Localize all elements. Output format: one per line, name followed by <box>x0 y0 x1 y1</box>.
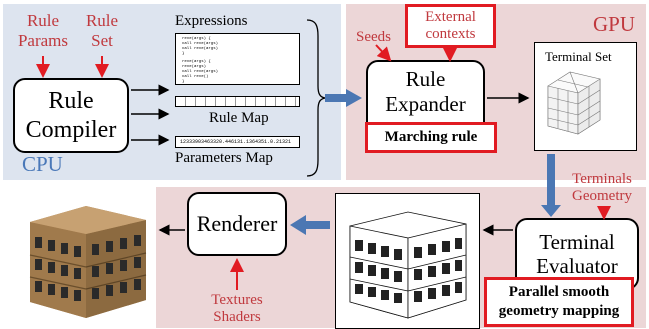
parameters-map-value: 12333903463320.446131.1364351.0.21321 <box>180 139 292 145</box>
expressions-code-2: rexe(args) { rexe(args) call rexe(args) … <box>182 60 219 84</box>
terminals-geometry-label: Terminals Geometry <box>572 171 632 205</box>
rendered-building-image <box>29 206 147 318</box>
seeds-label: Seeds <box>356 29 391 45</box>
marching-rule-label: Marching rule <box>384 129 478 145</box>
terminal-evaluator-label: Terminal Evaluator <box>536 229 618 278</box>
renderer-box: Renderer <box>187 192 287 256</box>
parameters-map-strip: 12333903463320.446131.1364351.0.21321 <box>175 136 300 148</box>
marching-rule-box: Marching rule <box>365 122 497 153</box>
terminal-set-label: Terminal Set <box>545 49 612 64</box>
terminal-set-wireframe <box>547 71 601 135</box>
textures-shaders-label: Textures Shaders <box>211 292 263 326</box>
rule-compiler-box: Rule Compiler <box>13 78 129 153</box>
expressions-code-1: rexe(args) { call rexe(args) call rexe(a… <box>182 37 219 56</box>
cpu-to-gpu-arrow <box>325 89 362 107</box>
expressions-document: rexe(args) { call rexe(args) call rexe(a… <box>175 33 300 85</box>
seeds-arrow <box>375 44 392 62</box>
sketch-to-renderer-arrow <box>290 215 330 235</box>
outputs-brace <box>306 19 326 177</box>
rule-compiler-label: Rule Compiler <box>25 87 117 143</box>
rule-map-strip <box>175 96 300 107</box>
renderer-label: Renderer <box>196 211 278 236</box>
cpu-label: CPU <box>22 152 63 176</box>
external-contexts-box: External contexts <box>405 4 496 48</box>
rule-expander-label: Rule Expander <box>385 66 466 116</box>
gpu-label: GPU <box>593 12 636 36</box>
external-contexts-label: External contexts <box>425 8 476 42</box>
rule-set-label: Rule Set <box>85 11 119 50</box>
parallel-mapping-box: Parallel smooth geometry mapping <box>484 277 634 327</box>
rule-map-label: Rule Map <box>209 110 269 126</box>
parallel-mapping-label: Parallel smooth geometry mapping <box>498 283 620 320</box>
sketch-building-drawing <box>349 211 467 319</box>
parameters-map-label: Parameters Map <box>175 150 273 166</box>
rule-params-label: Rule Params <box>17 11 69 50</box>
expressions-title: Expressions <box>175 13 248 29</box>
terminal-set-to-evaluator-arrow <box>541 154 561 217</box>
